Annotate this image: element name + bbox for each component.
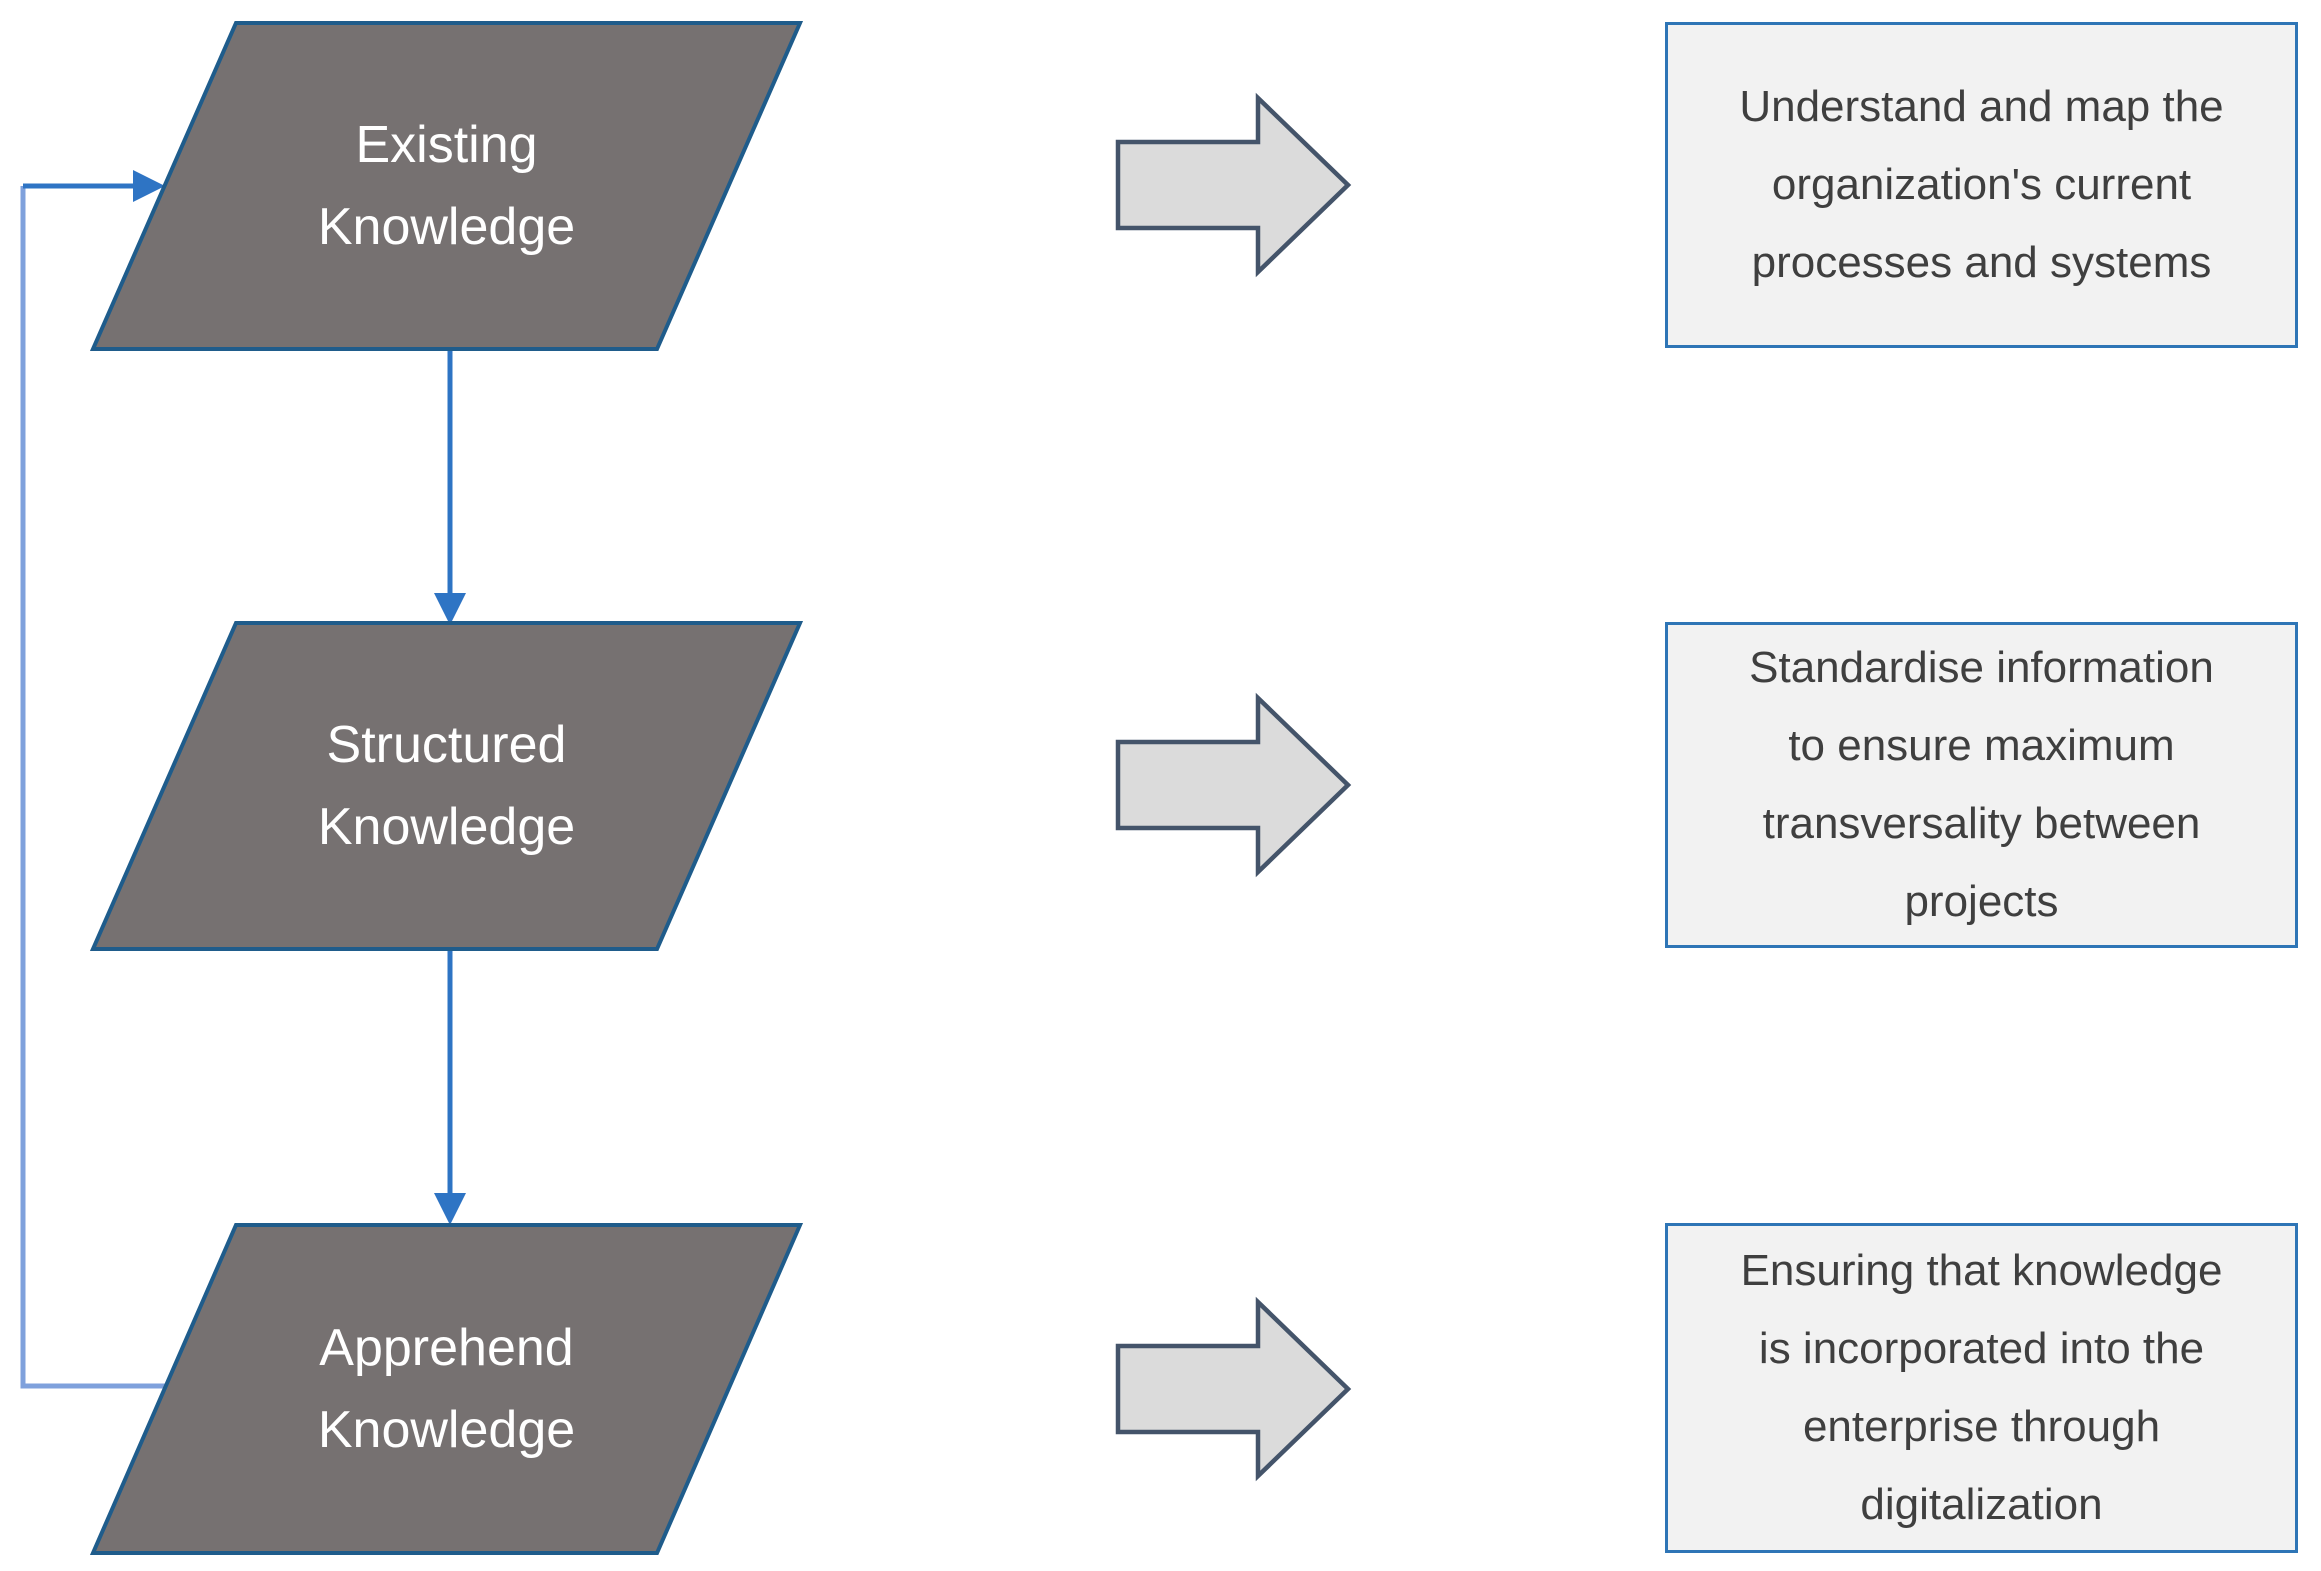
description-box-apprehend-knowledge: Ensuring that knowledge is incorporated … xyxy=(1665,1223,2298,1553)
right-block-arrow-icon-1 xyxy=(1115,92,1352,278)
connector-structured-to-apprehend-arrowhead-icon xyxy=(434,1193,466,1225)
node-structured-knowledge-shape xyxy=(89,621,804,951)
right-block-arrow-icon-2 xyxy=(1115,692,1352,878)
description-text-apprehend-knowledge: Ensuring that knowledge is incorporated … xyxy=(1740,1246,2223,1529)
description-box-structured-knowledge: Standardise information to ensure maximu… xyxy=(1665,622,2298,948)
right-block-arrow-icon-3 xyxy=(1115,1296,1352,1482)
connector-existing-to-structured-arrowhead-icon xyxy=(434,593,466,625)
feedback-connector-apprehend-to-existing xyxy=(20,186,166,1389)
description-text-structured-knowledge: Standardise information to ensure maximu… xyxy=(1749,643,2214,926)
node-existing-knowledge-shape xyxy=(89,21,804,351)
node-apprehend-knowledge-shape xyxy=(89,1223,804,1555)
description-box-existing-knowledge: Understand and map the organization's cu… xyxy=(1665,22,2298,348)
description-text-existing-knowledge: Understand and map the organization's cu… xyxy=(1739,82,2224,287)
feedback-arrowhead-icon xyxy=(133,170,165,202)
